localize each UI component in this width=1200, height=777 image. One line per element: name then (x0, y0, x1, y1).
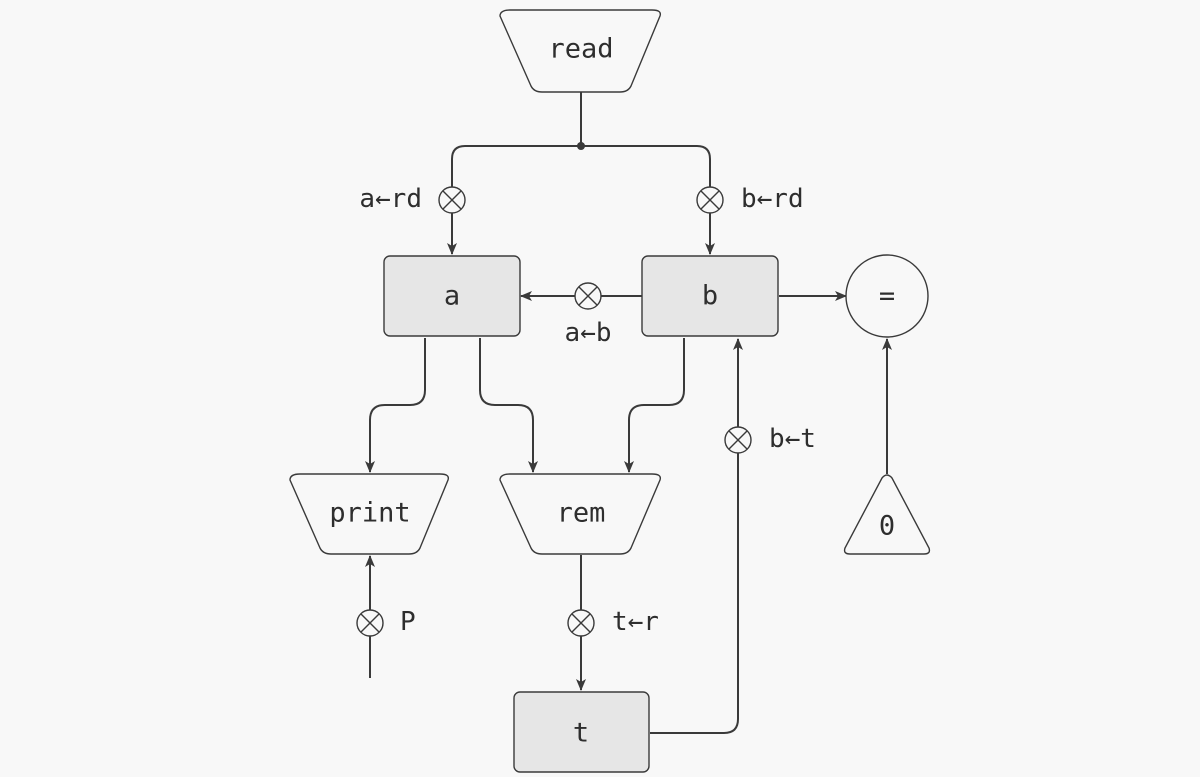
register-b-box (641, 255, 779, 337)
register-b: b (641, 255, 779, 337)
button-a-b-label: a←b (565, 318, 612, 348)
constant-zero-label: 0 (879, 511, 895, 542)
button-b-rd-label: b←rd (741, 184, 804, 214)
wire-a-to-print (365, 338, 426, 473)
register-t: t (513, 691, 650, 773)
print-label: print (329, 498, 410, 529)
register-a: a (383, 255, 521, 337)
constant-zero-node: 0 (843, 474, 931, 555)
register-t-label: t (573, 718, 589, 749)
button-p[interactable] (356, 609, 384, 637)
button-p-label: P (400, 607, 416, 637)
rem-label: rem (557, 498, 606, 529)
wire-b-to-rem (624, 338, 685, 473)
rem-node: rem (499, 473, 662, 555)
button-a-b[interactable] (574, 282, 602, 310)
wire-t-to-b (650, 338, 743, 734)
wire-read-to-a (447, 145, 581, 255)
button-b-rd[interactable] (696, 186, 724, 214)
print-node: print (289, 473, 450, 555)
button-a-rd-label: a←rd (359, 184, 422, 214)
equal-test-circle (845, 254, 929, 338)
read-shape (499, 9, 662, 93)
constant-zero-shape (843, 474, 931, 555)
register-b-label: b (702, 281, 718, 312)
wire-read-to-b (581, 145, 715, 255)
button-t-r[interactable] (567, 609, 595, 637)
print-shape (289, 473, 450, 555)
register-t-box (513, 691, 650, 773)
rem-shape (499, 473, 662, 555)
equal-test-node: = (845, 254, 929, 338)
register-a-box (383, 255, 521, 337)
read-node: read (499, 9, 662, 93)
button-a-rd[interactable] (438, 186, 466, 214)
register-a-label: a (444, 281, 460, 312)
button-b-t-label: b←t (769, 424, 816, 454)
equal-test-label: = (879, 281, 895, 312)
button-t-r-label: t←r (612, 607, 659, 637)
read-label: read (548, 34, 613, 65)
wire-a-to-rem (479, 338, 538, 473)
button-b-t[interactable] (724, 426, 752, 454)
